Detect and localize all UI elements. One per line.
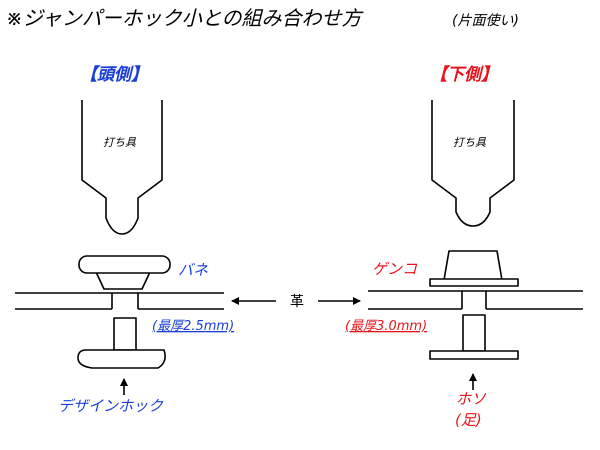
hoso-part	[429, 314, 519, 360]
left-leather-layer	[15, 292, 224, 310]
spring-label: バネ	[178, 261, 208, 279]
spring-part	[78, 255, 171, 290]
left-thickness-label: (最厚2.5mm)	[152, 319, 234, 334]
diagram-subtitle: (片面使い)	[452, 13, 519, 29]
left-heading: 【頭側】	[80, 65, 148, 85]
diagram-title: ※ジャンパーホック小との組み合わせ方	[6, 6, 365, 30]
genko-part	[429, 250, 519, 287]
design-hook-label: デザインホック	[58, 397, 164, 415]
right-heading: 【下側】	[430, 65, 498, 85]
genko-label: ゲンコ	[372, 260, 418, 278]
right-leather-layer	[368, 290, 583, 310]
left-setting-tool	[81, 100, 163, 235]
hoso-sub-label: (足)	[455, 411, 482, 429]
right-tool-label: 打ち具	[453, 136, 487, 149]
right-setting-tool	[431, 100, 515, 227]
left-tool-label: 打ち具	[103, 136, 137, 149]
hoso-label: ホソ	[456, 390, 487, 408]
leather-label: 革	[290, 294, 304, 310]
right-thickness-label: (最厚3.0mm)	[345, 319, 427, 334]
design-hook-part	[77, 317, 166, 369]
